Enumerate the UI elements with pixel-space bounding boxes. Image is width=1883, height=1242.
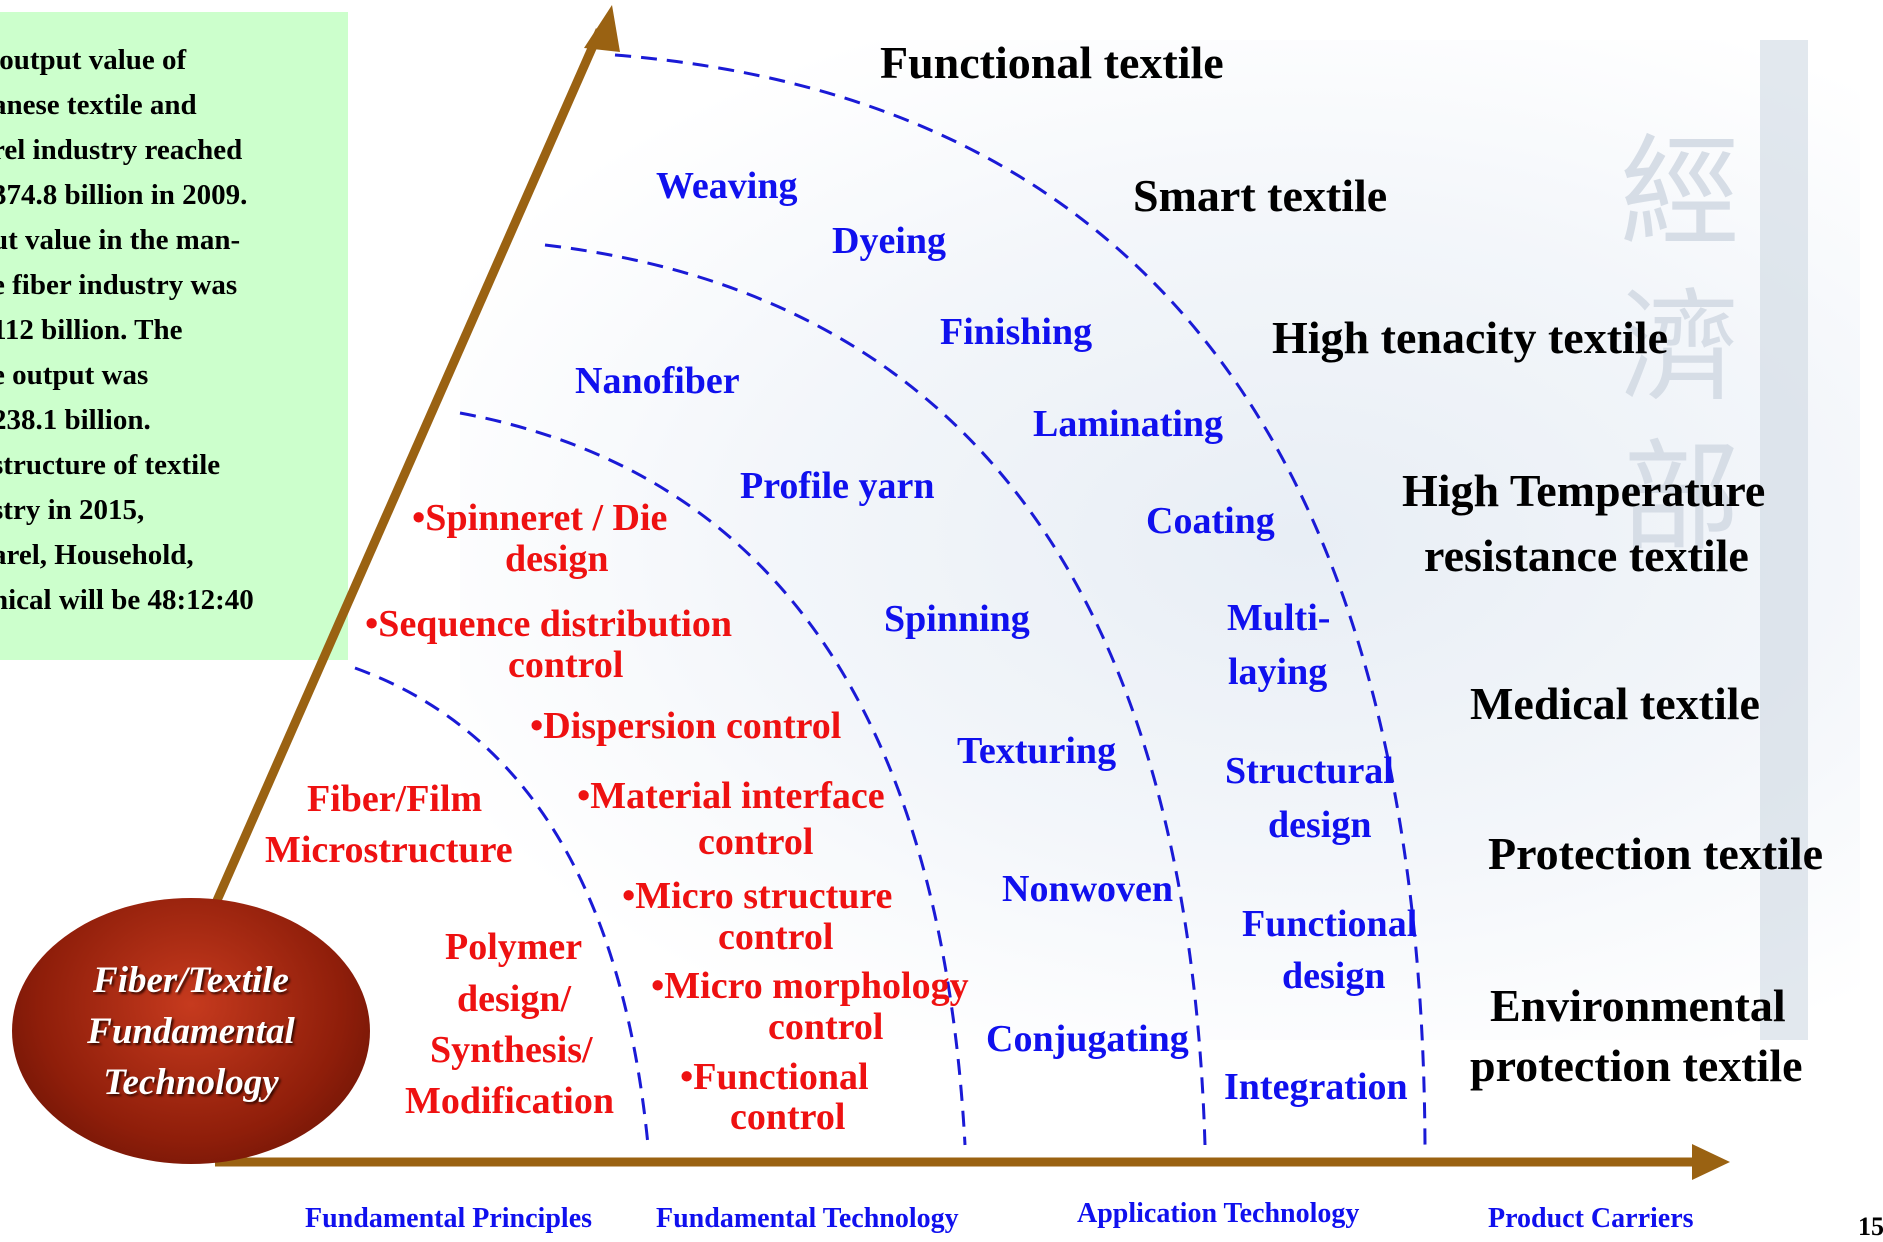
vertical-axis-arrowhead — [584, 5, 620, 52]
fund-tech-material-interface-line1: •Material interface — [577, 775, 885, 817]
app-tech-dyeing: Dyeing — [832, 220, 946, 262]
product-environmental-line2: protection textile — [1470, 1040, 1803, 1091]
page-number: 15 — [1858, 1212, 1883, 1241]
background-strip — [1760, 40, 1808, 1040]
fund-tech-dispersion: •Dispersion control — [530, 705, 842, 747]
fund-tech-spinneret-line2: design — [505, 538, 609, 580]
fund-tech-micro-morphology-line1: •Micro morphology — [651, 965, 969, 1007]
product-high-temperature-line2: resistance textile — [1424, 530, 1749, 581]
product-smart-textile: Smart textile — [1133, 170, 1388, 221]
background-char: 部 — [1620, 429, 1740, 568]
principle-polymer-line2: design/ — [457, 978, 572, 1020]
axis-label-product-carriers: Product Carriers — [1488, 1203, 1694, 1234]
app-tech-finishing: Finishing — [940, 311, 1093, 353]
app-tech-weaving: Weaving — [656, 165, 798, 207]
fund-tech-spinneret-line1: •Spinneret / Die — [412, 497, 668, 539]
fund-tech-conjugating: Conjugating — [986, 1018, 1189, 1060]
product-medical-textile: Medical textile — [1470, 678, 1760, 729]
fund-tech-texturing: Texturing — [957, 730, 1117, 772]
app-tech-multi-laying-line1: Multi- — [1227, 597, 1331, 639]
vertical-axis — [210, 28, 605, 907]
arc-product-carriers — [614, 53, 1427, 1146]
product-high-temperature-line1: High Temperature — [1402, 465, 1766, 516]
fund-tech-sequence-line2: control — [508, 644, 624, 686]
core-oval-label: Fiber/Textile Fundamental Technology — [87, 959, 295, 1103]
arc-fundamental-technology — [459, 411, 967, 1146]
arc-fundamental-principles — [354, 666, 650, 1146]
product-high-tenacity-textile: High tenacity textile — [1272, 312, 1669, 363]
fund-tech-sequence-line1: •Sequence distribution — [365, 603, 732, 645]
info-box: output value of anese textile and rel in… — [0, 12, 348, 660]
app-tech-coating: Coating — [1146, 500, 1275, 542]
fund-tech-micro-morphology-line2: control — [768, 1006, 884, 1048]
principle-polymer-line4: Modification — [405, 1080, 614, 1122]
fund-tech-material-interface-line2: control — [698, 821, 814, 863]
principle-polymer-line1: Polymer — [445, 926, 583, 968]
fund-tech-functional-control-line2: control — [730, 1096, 846, 1138]
principle-fiber-film-line1: Fiber/Film — [307, 778, 483, 820]
app-tech-laminating: Laminating — [1033, 403, 1224, 445]
horizontal-axis-arrowhead — [1692, 1144, 1730, 1180]
fund-tech-nonwoven: Nonwoven — [1002, 868, 1174, 910]
fund-tech-nanofiber: Nanofiber — [575, 360, 740, 402]
fund-tech-functional-control-line1: •Functional — [680, 1056, 869, 1098]
fund-tech-micro-structure-line1: •Micro structure — [622, 875, 893, 917]
fund-tech-profile-yarn: Profile yarn — [740, 465, 935, 507]
principle-fiber-film-line2: Microstructure — [265, 829, 513, 871]
app-tech-functional-line1: Functional — [1242, 903, 1418, 945]
product-environmental-line1: Environmental — [1490, 980, 1786, 1031]
product-protection-textile: Protection textile — [1488, 828, 1824, 879]
app-tech-integration: Integration — [1224, 1066, 1408, 1108]
app-tech-structural-line2: design — [1268, 804, 1372, 846]
app-tech-structural-line1: Structural — [1225, 750, 1394, 792]
fund-tech-spinning: Spinning — [884, 598, 1030, 640]
background-char: 濟 — [1620, 279, 1740, 418]
background-watermark — [460, 40, 1860, 1040]
app-tech-multi-laying-line2: laying — [1228, 651, 1328, 693]
axis-label-fundamental-principles: Fundamental Principles — [305, 1203, 593, 1234]
background-char: 經 — [1620, 124, 1740, 263]
axis-label-application-technology: Application Technology — [1077, 1198, 1360, 1229]
fund-tech-micro-structure-line2: control — [718, 916, 834, 958]
app-tech-functional-line2: design — [1282, 955, 1386, 997]
info-box-text: output value of anese textile and rel in… — [0, 44, 254, 616]
product-functional-textile: Functional textile — [880, 37, 1224, 88]
core-oval: Fiber/Textile Fundamental Technology — [12, 898, 370, 1164]
principle-polymer-line3: Synthesis/ — [430, 1029, 593, 1071]
axis-label-fundamental-technology: Fundamental Technology — [656, 1203, 959, 1234]
